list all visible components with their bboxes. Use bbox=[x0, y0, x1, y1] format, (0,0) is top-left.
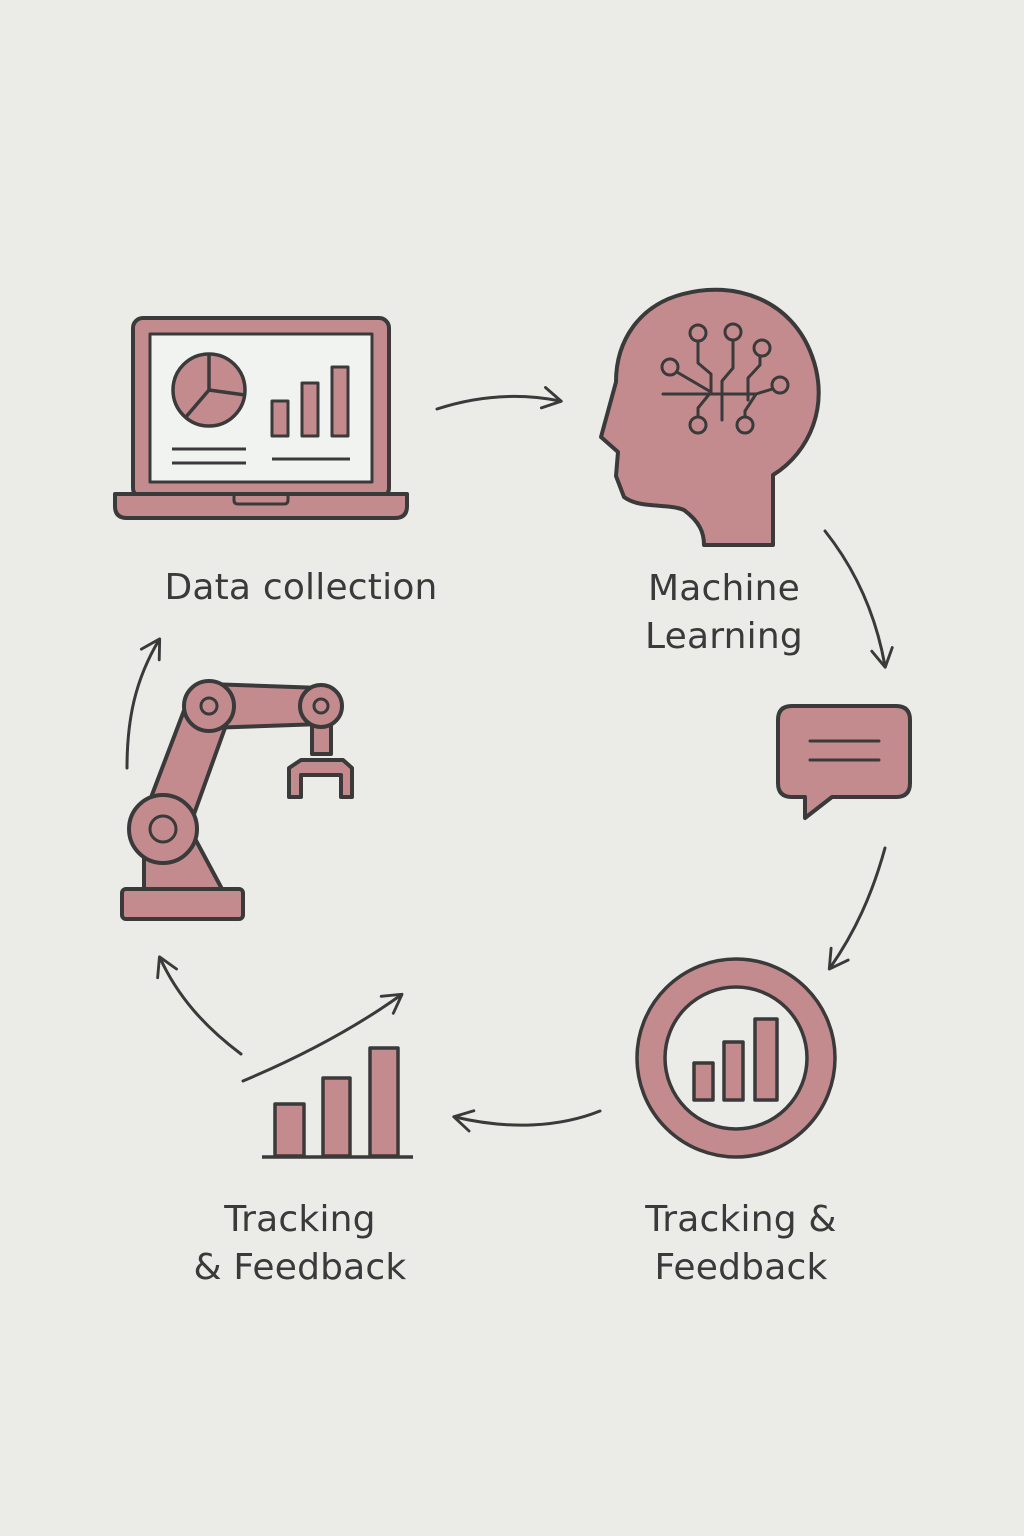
label-line: Feedback bbox=[654, 1247, 828, 1288]
label-line: & Feedback bbox=[193, 1247, 407, 1288]
arrow-tracking-to-tracking bbox=[452, 1109, 602, 1133]
label-line: Tracking & bbox=[645, 1199, 837, 1240]
label-data-collection: Data collection bbox=[160, 564, 442, 612]
circle-bar-chart-icon bbox=[635, 957, 837, 1159]
label-tracking-feedback-left: Tracking & Feedback bbox=[180, 1196, 420, 1292]
arrow-data-to-ml bbox=[435, 386, 563, 411]
label-machine-learning: Machine Learning bbox=[634, 565, 814, 661]
head-circuit-icon bbox=[599, 287, 821, 547]
flow-arrows bbox=[125, 386, 894, 1133]
arrow-tracking-to-robot bbox=[156, 955, 243, 1056]
arrow-robot-to-data bbox=[125, 637, 162, 770]
arrow-message-to-tracking bbox=[827, 846, 887, 971]
label-tracking-feedback-right: Tracking & Feedback bbox=[628, 1196, 854, 1292]
label-line: Tracking bbox=[224, 1199, 376, 1240]
robot-arm-icon bbox=[120, 679, 354, 921]
label-line: Machine bbox=[647, 568, 801, 609]
arrow-ml-to-message bbox=[823, 529, 894, 669]
laptop-dashboard-icon bbox=[113, 316, 409, 520]
chat-bubble-icon bbox=[776, 704, 912, 820]
label-line: Learning bbox=[645, 616, 803, 657]
arrow-growth-trend bbox=[241, 992, 404, 1083]
growth-bar-chart-icon bbox=[262, 1046, 413, 1159]
label-line: Data collection bbox=[164, 567, 438, 608]
